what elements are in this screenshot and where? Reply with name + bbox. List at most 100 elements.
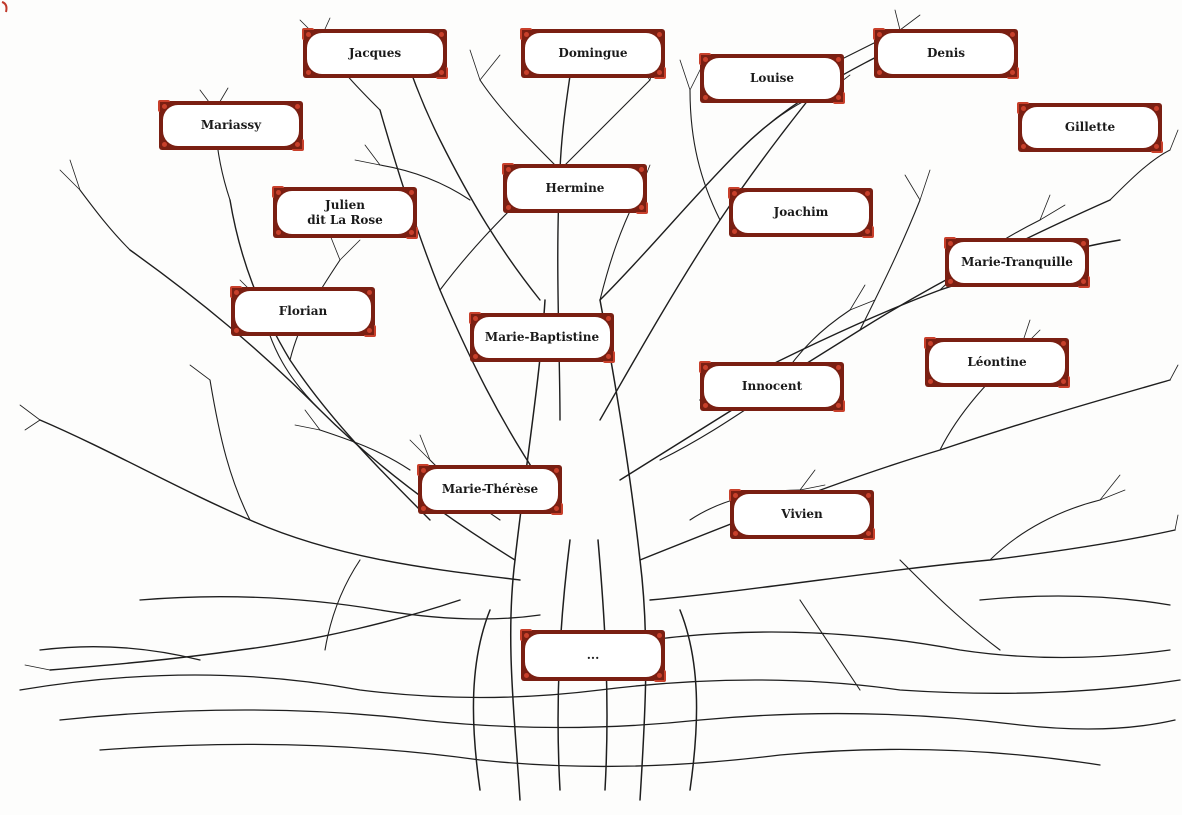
corner-ornament xyxy=(276,190,281,195)
corner-ornament xyxy=(866,493,871,498)
corner-ornament xyxy=(367,290,372,295)
corner-ornament xyxy=(1010,32,1015,37)
corner-ornament xyxy=(733,493,738,498)
person-box-marie-baptistine: Marie-Baptistine xyxy=(469,312,615,363)
corner-ornament xyxy=(1081,279,1086,284)
corner-ornament xyxy=(836,57,841,62)
corner-ornament xyxy=(439,32,444,37)
corner-ornament xyxy=(733,531,738,536)
person-name: Léontine xyxy=(929,342,1065,383)
person-box-hermine: Hermine xyxy=(502,163,648,214)
person-box-vivien: Vivien xyxy=(729,489,875,540)
person-box-root: ... xyxy=(520,629,666,682)
person-name: Marie-Thérèse xyxy=(422,469,558,510)
corner-ornament xyxy=(306,32,311,37)
corner-ornament xyxy=(506,205,511,210)
corner-ornament xyxy=(836,95,841,100)
person-name: Florian xyxy=(235,291,371,332)
corner-ornament xyxy=(554,506,559,511)
person-box-marie-therese: Marie-Thérèse xyxy=(417,464,563,515)
person-box-marie-tranquille: Marie-Tranquille xyxy=(944,237,1090,288)
corner-ornament xyxy=(276,230,281,235)
person-name: Mariassy xyxy=(163,105,299,146)
corner-ornament xyxy=(865,229,870,234)
person-name: Marie-Baptistine xyxy=(474,317,610,358)
corner-ornament xyxy=(703,403,708,408)
person-name: Denis xyxy=(878,33,1014,74)
person-name: Louise xyxy=(704,58,840,99)
corner-ornament xyxy=(928,341,933,346)
corner-ornament xyxy=(639,167,644,172)
corner-ornament xyxy=(657,32,662,37)
corner-ornament xyxy=(948,241,953,246)
corner-ornament xyxy=(606,354,611,359)
corner-ornament xyxy=(657,70,662,75)
corner-ornament xyxy=(234,290,239,295)
person-name: Julien dit La Rose xyxy=(277,191,413,234)
corner-ornament xyxy=(295,142,300,147)
person-name: Joachim xyxy=(733,192,869,233)
corner-ornament xyxy=(1061,341,1066,346)
corner-ornament xyxy=(162,104,167,109)
person-name: Innocent xyxy=(704,366,840,407)
person-box-domingue: Domingue xyxy=(520,28,666,79)
corner-ornament xyxy=(421,468,426,473)
corner-ornament xyxy=(295,104,300,109)
corner-ornament xyxy=(948,279,953,284)
corner-ornament xyxy=(524,32,529,37)
corner-ornament xyxy=(639,205,644,210)
corner-ornament xyxy=(732,191,737,196)
person-name: ... xyxy=(525,634,661,677)
corner-ornament xyxy=(836,365,841,370)
corner-ornament xyxy=(1021,106,1026,111)
corner-ornament xyxy=(421,506,426,511)
corner-ornament xyxy=(732,229,737,234)
person-box-denis: Denis xyxy=(873,28,1019,79)
corner-ornament xyxy=(1154,106,1159,111)
person-box-innocent: Innocent xyxy=(699,361,845,412)
corner-ornament xyxy=(1010,70,1015,75)
corner-ornament xyxy=(473,354,478,359)
person-box-julien: Julien dit La Rose xyxy=(272,186,418,239)
corner-ornament xyxy=(1154,144,1159,149)
person-box-gillette: Gillette xyxy=(1017,102,1163,153)
corner-ornament xyxy=(524,633,529,638)
person-name: Marie-Tranquille xyxy=(949,242,1085,283)
corner-ornament xyxy=(306,70,311,75)
corner-ornament xyxy=(606,316,611,321)
corner-ornament xyxy=(367,328,372,333)
corner-ornament xyxy=(836,403,841,408)
corner-ornament xyxy=(234,328,239,333)
corner-ornament xyxy=(657,633,662,638)
corner-ornament xyxy=(473,316,478,321)
person-box-jacques: Jacques xyxy=(302,28,448,79)
person-name: Domingue xyxy=(525,33,661,74)
person-name: Vivien xyxy=(734,494,870,535)
person-name: Gillette xyxy=(1022,107,1158,148)
corner-ornament xyxy=(877,70,882,75)
person-box-joachim: Joachim xyxy=(728,187,874,238)
corner-ornament xyxy=(506,167,511,172)
person-box-louise: Louise xyxy=(699,53,845,104)
corner-ornament xyxy=(162,142,167,147)
person-box-florian: Florian xyxy=(230,286,376,337)
corner-ornament xyxy=(1061,379,1066,384)
corner-ornament xyxy=(524,70,529,75)
person-name: Hermine xyxy=(507,168,643,209)
red-corner-mark xyxy=(1,1,8,13)
corner-ornament xyxy=(439,70,444,75)
corner-ornament xyxy=(1021,144,1026,149)
corner-ornament xyxy=(554,468,559,473)
corner-ornament xyxy=(865,191,870,196)
corner-ornament xyxy=(703,365,708,370)
person-name: Jacques xyxy=(307,33,443,74)
corner-ornament xyxy=(703,95,708,100)
corner-ornament xyxy=(1081,241,1086,246)
corner-ornament xyxy=(928,379,933,384)
corner-ornament xyxy=(524,673,529,678)
corner-ornament xyxy=(409,230,414,235)
person-box-mariassy: Mariassy xyxy=(158,100,304,151)
corner-ornament xyxy=(877,32,882,37)
corner-ornament xyxy=(703,57,708,62)
